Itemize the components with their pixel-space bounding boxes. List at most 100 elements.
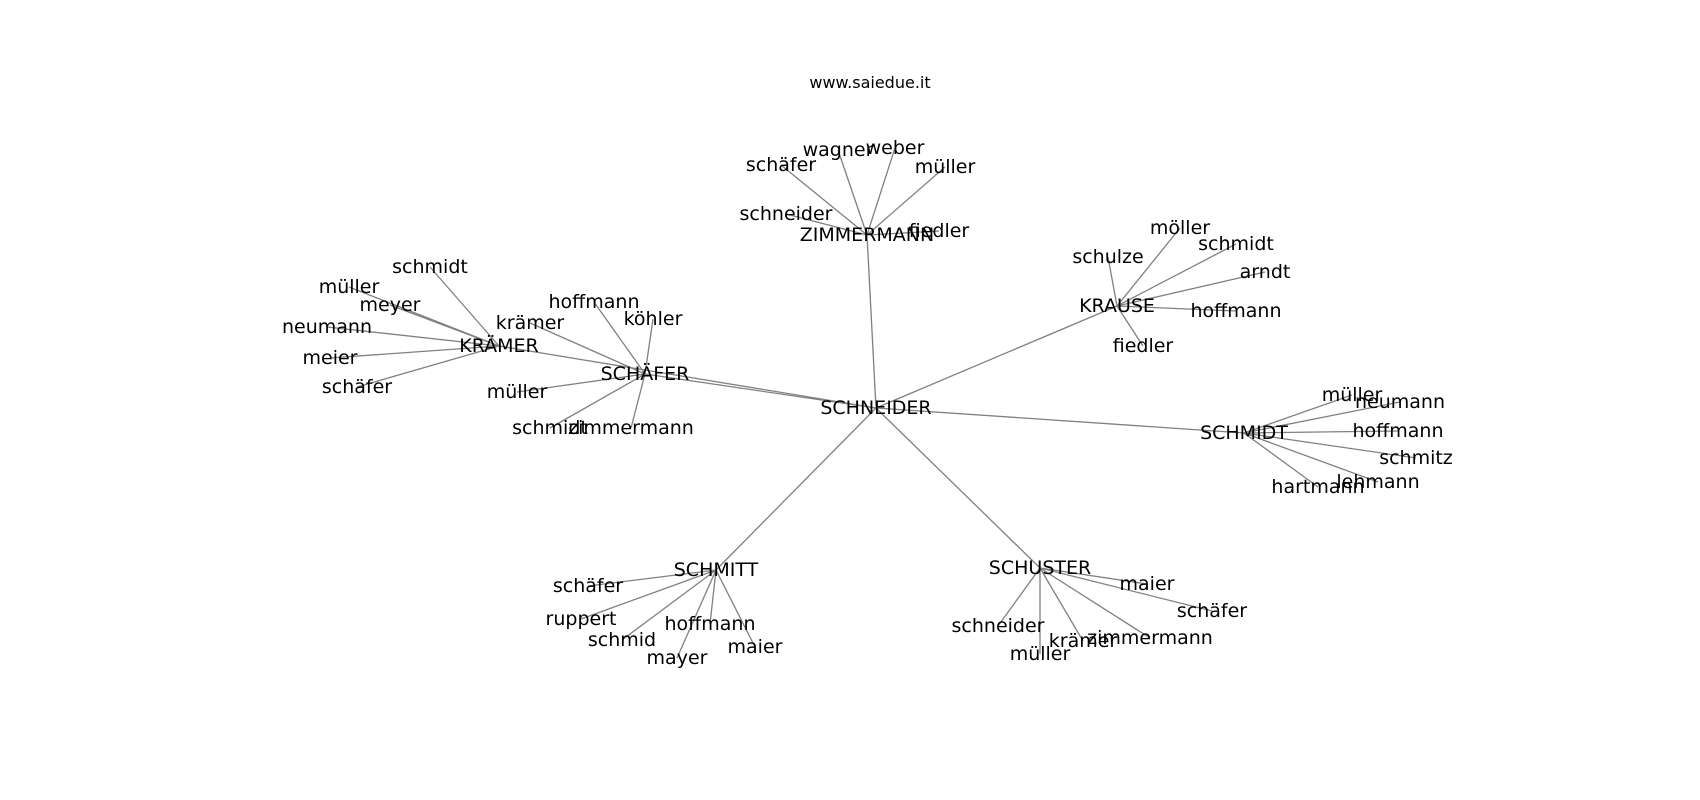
leaf-node-label: neumann: [1355, 391, 1445, 413]
hub-leaf-edge: [389, 304, 500, 347]
leaf-node-label: schäfer: [322, 376, 392, 398]
hub-leaf-edge: [356, 345, 500, 388]
hub-node-label: SCHMIDT: [1200, 422, 1288, 444]
leaf-node-label: schmidt: [1198, 233, 1274, 255]
hub-leaf-edge: [1243, 432, 1379, 483]
leaf-node-label: schmidt: [512, 417, 588, 439]
leaf-node-label: zimmermann: [568, 417, 694, 439]
leaf-node-label: hartmann: [1271, 476, 1364, 498]
hub-leaf-edge: [549, 373, 646, 429]
hub-leaf-edge: [1039, 567, 1213, 612]
diagram-subtitle: www.saiedue.it: [809, 73, 930, 92]
root-hub-edge: [644, 373, 877, 409]
leaf-node-label: möller: [1150, 217, 1210, 239]
hub-leaf-edge: [326, 326, 500, 347]
leaf-node-label: ruppert: [546, 608, 617, 630]
leaf-node-label: schneider: [740, 203, 833, 225]
leaf-node-label: arndt: [1240, 261, 1291, 283]
hub-leaf-edge: [1116, 243, 1237, 307]
hub-leaf-edge: [1243, 401, 1401, 434]
hub-leaf-edge: [1243, 394, 1353, 434]
leaf-node-label: schäfer: [746, 154, 816, 176]
hub-leaf-edge: [676, 569, 717, 659]
leaf-node-label: meyer: [360, 294, 421, 316]
hub-leaf-edge: [587, 569, 717, 587]
hub-leaf-edge: [630, 373, 646, 429]
leaf-node-label: hoffmann: [1191, 300, 1282, 322]
leaf-node-label: krämer: [1049, 630, 1118, 652]
hub-leaf-edge: [715, 569, 756, 648]
hub-leaf-edge: [529, 322, 646, 375]
hub-leaf-edge: [997, 567, 1041, 627]
leaf-node-label: schäfer: [553, 575, 623, 597]
hub-leaf-edge: [429, 266, 500, 347]
labels-layer: SCHNEIDERZIMMERMANNschäferwagnerwebermül…: [282, 137, 1453, 669]
hub-leaf-edge: [1243, 432, 1417, 459]
hub-leaf-edge: [644, 318, 654, 375]
hub-leaf-edge: [1039, 567, 1151, 639]
leaf-node-label: schneider: [952, 615, 1045, 637]
hub-leaf-edge: [866, 147, 896, 236]
leaf-node-label: schmidt: [392, 256, 468, 278]
edges-layer: [326, 147, 1417, 659]
leaf-node-label: hoffmann: [1353, 420, 1444, 442]
leaf-node-label: köhler: [624, 308, 683, 330]
leaf-node-label: schulze: [1072, 246, 1143, 268]
leaf-node-label: müller: [1010, 643, 1071, 665]
hub-leaf-edge: [1116, 227, 1181, 307]
hub-leaf-edge: [516, 373, 646, 393]
hub-leaf-edge: [866, 166, 946, 236]
hub-node-label: ZIMMERMANN: [800, 224, 934, 246]
leaf-node-label: fiedler: [909, 220, 970, 242]
hub-leaf-edge: [709, 569, 717, 625]
hub-node-label: KRÄMER: [459, 334, 539, 357]
root-hub-edge: [498, 345, 877, 409]
leaf-node-label: müller: [319, 276, 380, 298]
hub-node-label: SCHÄFER: [601, 362, 690, 385]
hub-leaf-edge: [621, 569, 717, 641]
hub-leaf-edge: [1116, 271, 1266, 307]
leaf-node-label: zimmermann: [1087, 627, 1213, 649]
hub-leaf-edge: [1116, 305, 1144, 347]
hub-leaf-edge: [1039, 567, 1148, 585]
hub-leaf-edge: [1243, 432, 1319, 488]
hub-leaf-edge: [837, 149, 868, 236]
hub-leaf-edge: [1107, 256, 1118, 307]
leaf-node-label: neumann: [282, 316, 372, 338]
leaf-node-label: weber: [866, 137, 925, 159]
root-hub-edge: [875, 407, 1245, 434]
root-hub-edge: [866, 234, 877, 409]
leaf-node-label: maier: [1120, 573, 1175, 595]
leaf-node-label: schäfer: [1177, 600, 1247, 622]
hub-leaf-edge: [1039, 567, 1084, 642]
leaf-node-label: krämer: [496, 312, 565, 334]
leaf-node-label: wagner: [803, 139, 874, 161]
leaf-node-label: lehmann: [1336, 471, 1419, 493]
leaf-node-label: maier: [728, 636, 783, 658]
leaf-node-label: müller: [1322, 384, 1383, 406]
hub-leaf-edge: [1243, 430, 1399, 434]
hub-leaf-edge: [1116, 305, 1237, 312]
hub-node-label: KRAUSE: [1079, 295, 1155, 317]
leaf-node-label: schmitz: [1379, 447, 1453, 469]
leaf-node-label: fiedler: [1113, 335, 1174, 357]
root-hub-edge: [875, 305, 1118, 409]
hub-leaf-edge: [329, 345, 500, 359]
hub-leaf-edge: [593, 301, 646, 375]
root-hub-edge: [715, 407, 877, 571]
leaf-node-label: mayer: [647, 647, 708, 669]
leaf-node-label: müller: [915, 156, 976, 178]
leaf-node-label: müller: [487, 381, 548, 403]
hub-leaf-edge: [785, 213, 868, 236]
hub-leaf-edge: [780, 164, 868, 236]
hub-node-label: SCHMITT: [674, 559, 759, 581]
leaf-node-label: schmid: [588, 629, 656, 651]
hub-node-label: SCHUSTER: [989, 557, 1091, 579]
leaf-node-label: hoffmann: [549, 291, 640, 313]
hub-leaf-edge: [580, 569, 717, 620]
hub-leaf-edge: [866, 230, 940, 236]
leaf-node-label: meier: [303, 347, 358, 369]
leaf-node-label: hoffmann: [665, 613, 756, 635]
root-node-label: SCHNEIDER: [820, 397, 931, 419]
